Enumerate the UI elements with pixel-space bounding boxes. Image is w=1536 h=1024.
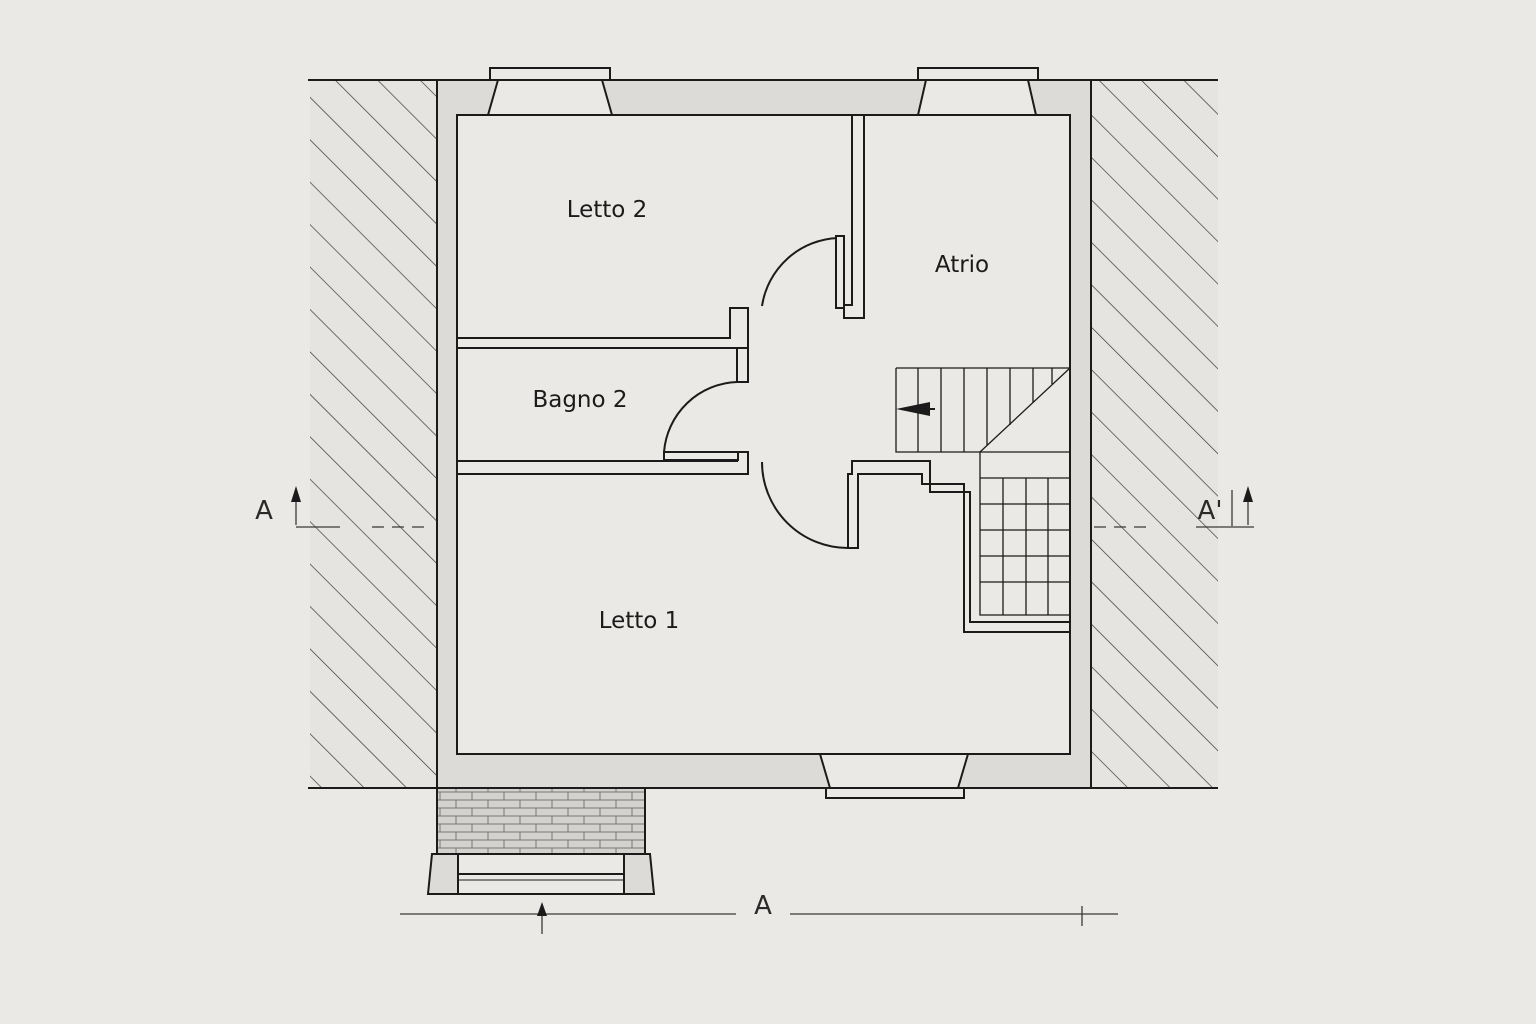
section-mark-bottom: A — [754, 891, 772, 921]
door-letto1-arc — [761, 461, 849, 549]
step-tread — [457, 873, 625, 895]
interior-walls — [456, 114, 1071, 633]
section-mark-right: A' — [1198, 496, 1223, 526]
wall-letto2-bagno2 — [456, 307, 749, 349]
step-right-pier — [623, 853, 656, 895]
room-label-letto1: Letto 1 — [599, 608, 680, 634]
room-label-letto2: Letto 2 — [567, 197, 648, 223]
door-bagno2-leaf — [663, 451, 739, 461]
bagno-door-jamb — [736, 347, 749, 383]
section-cut-lines — [291, 486, 1254, 934]
doors — [663, 235, 849, 549]
wall-letto2-atrio — [843, 114, 865, 319]
window-top-right-sill — [917, 67, 1039, 81]
windows — [486, 67, 1039, 799]
entrance-step — [426, 787, 656, 895]
window-bottom-sill — [825, 787, 965, 799]
step-left-pier — [426, 853, 459, 895]
door-letto2-arc — [761, 237, 839, 307]
door-bagno2-arc — [663, 381, 738, 453]
window-top-left-sill — [489, 67, 611, 81]
wall-letto1-atrio — [847, 460, 1071, 633]
stair-arrow-head — [896, 402, 930, 416]
right-hatched-mass — [1091, 80, 1218, 788]
window-bottom — [818, 753, 970, 789]
section-mark-left: A — [255, 496, 273, 526]
exterior-walls — [436, 79, 1092, 789]
brick-landing — [436, 787, 646, 855]
window-top-right — [916, 79, 1038, 116]
adjacent-buildings — [308, 79, 1218, 789]
door-letto2-leaf — [835, 235, 845, 309]
staircase — [895, 367, 1071, 616]
room-label-bagno2: Bagno 2 — [532, 387, 627, 413]
room-label-atrio: Atrio — [935, 252, 989, 278]
window-top-left — [486, 79, 614, 116]
left-hatched-mass — [310, 80, 437, 788]
